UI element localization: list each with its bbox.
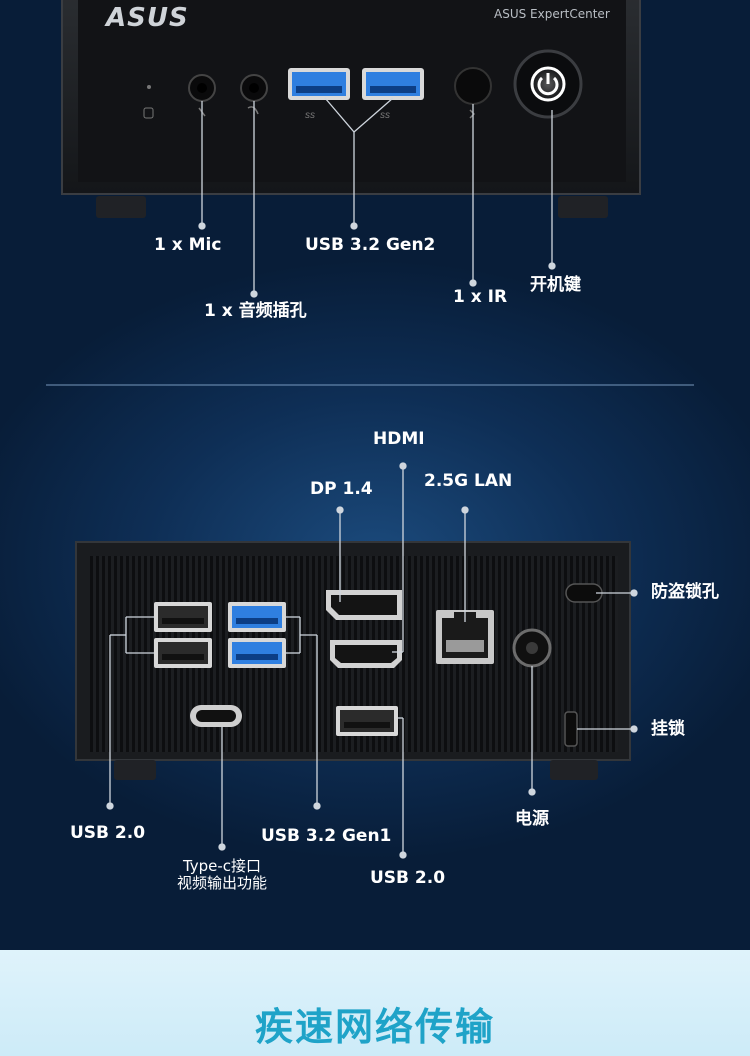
power-label: 电源	[515, 809, 549, 829]
front-callout-lines	[198, 97, 556, 298]
rear-callout-lines	[106, 462, 638, 859]
usb-gen2-port-1	[288, 68, 350, 100]
usb32-gen1-port	[228, 602, 286, 632]
typec-label: Type-c接口 视频输出功能	[160, 857, 284, 893]
usb20-port-right	[336, 706, 398, 736]
usb20-port	[154, 602, 212, 632]
dp-label: DP 1.4	[310, 479, 373, 499]
usb20-port	[154, 638, 212, 668]
dc-power-jack	[512, 628, 552, 668]
usb20-left-label: USB 2.0	[70, 823, 146, 843]
lock-label: 挂锁	[651, 719, 685, 739]
power-button	[513, 49, 583, 119]
typec-label-line1: Type-c接口	[182, 857, 262, 875]
rear-panel	[75, 541, 631, 780]
hdmi-label: HDMI	[373, 429, 425, 449]
typec-label-line2: 视频输出功能	[176, 874, 267, 893]
status-led	[147, 85, 151, 89]
footer-banner	[0, 950, 750, 1056]
hdmi-port	[330, 640, 402, 668]
padlock-loop	[564, 711, 578, 747]
power-button-label: 开机键	[530, 275, 581, 295]
usb-gen2-port-2	[362, 68, 424, 100]
lan-label: 2.5G LAN	[424, 471, 513, 491]
typec-port	[190, 705, 242, 727]
security-slot-label: 防盗锁孔	[651, 582, 719, 602]
usb-superspeed-icon: ss	[380, 110, 390, 121]
footer-title: 疾速网络传输	[254, 1005, 495, 1049]
front-foot-right	[558, 196, 608, 218]
model-name: ASUS ExpertCenter	[494, 7, 610, 21]
front-panel: ss ss	[61, 0, 641, 218]
ir-label: 1 x IR	[453, 287, 508, 307]
audio-jack-label: 1 x 音频插孔	[204, 301, 307, 321]
usb20-right-label: USB 2.0	[370, 868, 446, 888]
usb32-gen1-label: USB 3.2 Gen1	[261, 826, 392, 846]
asus-logo: ASUS	[106, 3, 189, 33]
storage-activity-icon	[143, 107, 154, 119]
mic-label: 1 x Mic	[154, 235, 222, 255]
usb-gen2-label: USB 3.2 Gen2	[305, 235, 436, 255]
displayport-port	[326, 590, 402, 620]
front-foot-left	[96, 196, 146, 218]
device-illustration: ss ss	[46, 0, 694, 859]
usb32-gen1-port	[228, 638, 286, 668]
usb-superspeed-icon: ss	[305, 110, 315, 121]
power-icon	[537, 76, 559, 96]
